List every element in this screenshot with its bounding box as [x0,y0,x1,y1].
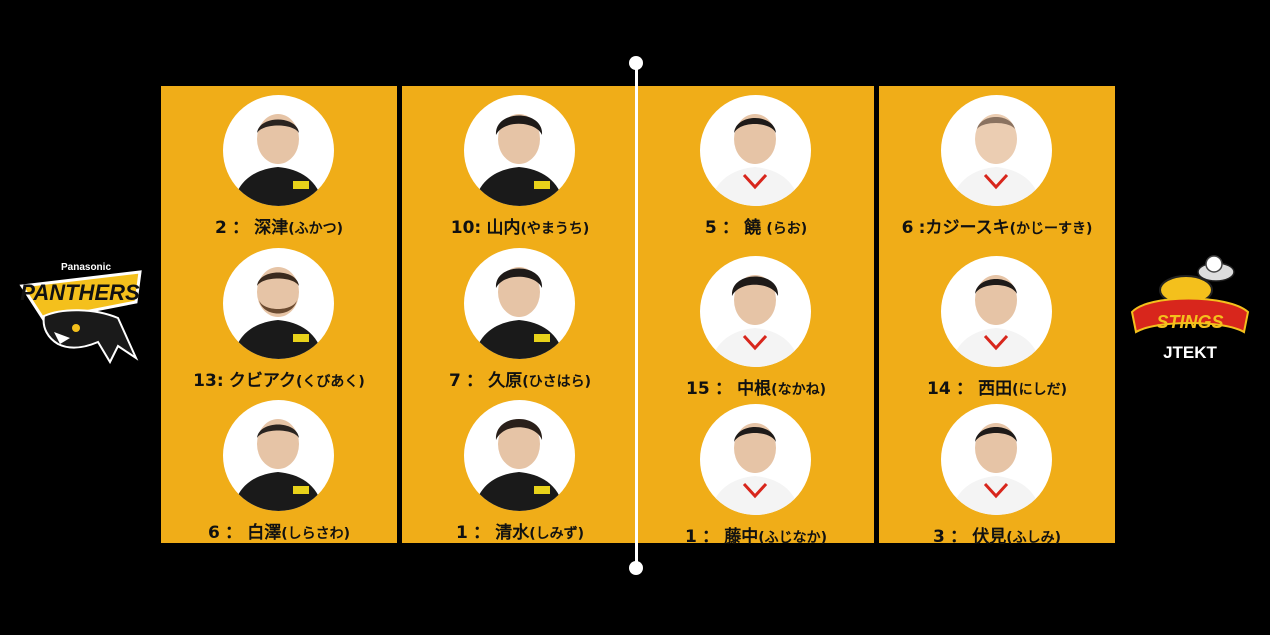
player-label: 7 ： 久原(ひさはら) [402,366,638,391]
player-photo [223,400,334,511]
player-separator: : [474,218,482,238]
player-label: 1 ： 藤中(ふじなか) [638,522,874,547]
player-separator: ： [721,218,739,238]
player-number: 15 [686,379,710,399]
player-name: 中根 [737,379,772,399]
player-name: 饒 [744,218,762,238]
player-photo [700,404,811,515]
player-name: 白澤 [247,523,282,543]
player-separator: ： [950,527,968,547]
player-name: 久原 [488,371,523,391]
player-name-kana: (やまうち) [520,221,590,237]
player-photo [223,248,334,359]
player-number: 7 [448,371,461,391]
player-separator: ： [466,371,484,391]
player-number: 1 [684,527,697,547]
player-name: 藤中 [724,527,759,547]
player-label: 5 ： 饒 (らお) [638,213,874,238]
player-name: 山内 [486,218,521,238]
player-photo [700,95,811,206]
player-name-kana: (ひさはら) [522,374,592,390]
player-label: 3 ： 伏見(ふしみ) [879,522,1115,547]
player-photo [941,95,1052,206]
player-photo [941,256,1052,367]
player-label: 1 ： 清水(しみず) [402,518,638,543]
player-label: 15 ： 中根(なかね) [638,374,874,399]
player-name-kana: (しみず) [529,526,585,542]
panthers-logo: Panasonic PANTHERS [14,258,148,370]
player-photo [223,95,334,206]
player-name-kana: (かじーすき) [1009,221,1093,237]
player-label: 2 ： 深津(ふかつ) [161,213,397,238]
player-name: 清水 [495,523,530,543]
player-label: 10: 山内(やまうち) [402,213,638,238]
net-line [635,62,638,568]
player-number: 6 [207,523,220,543]
stings-logo-jtekt-text: JTEKT [1163,343,1217,362]
player-separator: ： [473,523,491,543]
player-label: 14 ： 西田(にしだ) [879,374,1115,399]
player-photo [464,248,575,359]
player-name-kana: (ふじなか) [758,530,828,546]
player-name: 西田 [978,379,1013,399]
player-name-kana: (くびあく) [296,374,365,390]
player-name: 深津 [254,218,289,238]
net-top-post [629,56,643,70]
player-name: クビアク [228,371,297,391]
player-name-kana: (ふしみ) [1006,530,1062,546]
player-label: 6 ： 白澤(しらさわ) [161,518,397,543]
player-number: 10 [450,218,475,238]
player-photo [464,95,575,206]
player-name-kana: (なかね) [771,382,826,398]
player-photo [941,404,1052,515]
player-name: カジースキ [925,218,1010,238]
player-separator: ： [232,218,250,238]
player-label: 6 :カジースキ(かじーすき) [879,213,1115,238]
player-number: 14 [927,379,951,399]
player-separator: : [216,371,224,391]
player-name-kana: (しらさわ) [281,526,351,542]
stings-logo-name-text: STINGS [1156,312,1223,332]
player-separator: ： [714,379,732,399]
player-name-kana: (らお) [766,221,808,237]
player-separator: : [918,218,926,238]
player-separator: ： [225,523,243,543]
player-number: 3 [932,527,945,547]
panthers-logo-name-text: PANTHERS [20,280,140,305]
player-name-kana: (にしだ) [1012,382,1067,398]
player-separator: ： [955,379,973,399]
player-separator: ： [702,527,720,547]
player-number: 2 [214,218,227,238]
player-label: 13: クビアク(くびあく) [161,366,397,391]
player-name-kana: (ふかつ) [288,221,344,237]
player-number: 1 [455,523,468,543]
player-name: 伏見 [972,527,1007,547]
panthers-logo-sponsor-text: Panasonic [61,262,111,273]
player-number: 5 [704,218,717,238]
player-number: 13 [193,371,217,391]
player-photo [700,256,811,367]
net-bottom-post [629,561,643,575]
stings-logo: STINGS JTEKT [1128,250,1253,368]
player-number: 6 [901,218,914,238]
player-photo [464,400,575,511]
